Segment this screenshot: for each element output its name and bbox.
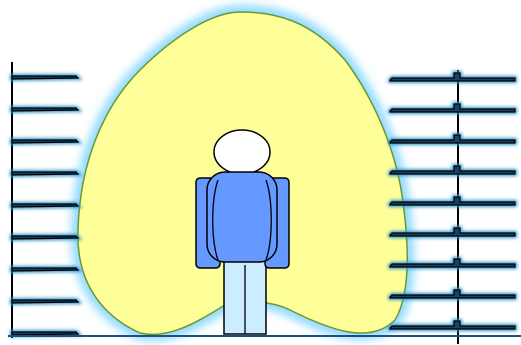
right-shelving-unit: [390, 70, 515, 344]
left-shelving-unit: [12, 62, 78, 338]
person-torso: [207, 172, 277, 262]
left-shelf: [12, 204, 78, 207]
person-head: [214, 130, 270, 174]
left-shelf: [12, 172, 78, 175]
left-shelf: [12, 300, 78, 303]
left-shelf: [12, 236, 78, 239]
left-shelf: [12, 76, 78, 79]
left-shelf: [12, 140, 78, 143]
left-shelf: [12, 268, 78, 271]
left-shelf: [12, 108, 78, 111]
